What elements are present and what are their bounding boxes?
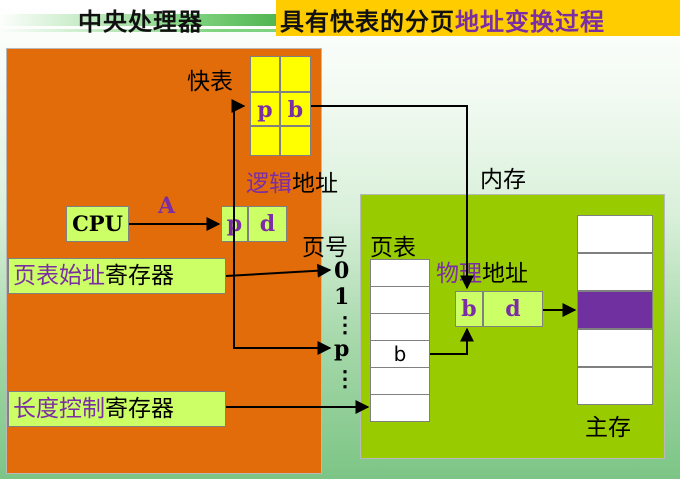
tlb-cell-bottom-right [280, 126, 311, 156]
physical-address-label-part1: 物理 [436, 261, 482, 287]
page-number-label: 页号 [302, 235, 348, 261]
logical-address-label-part2: 地址 [292, 171, 338, 197]
page-table-start-register: 页表始址寄存器 [8, 258, 226, 294]
length-control-register-part2: 寄存器 [105, 396, 174, 422]
length-control-register-part1: 长度控制 [13, 396, 105, 422]
arrow-page-table-to-physical [430, 327, 474, 355]
page-index-p: p [334, 336, 350, 362]
page-index-dots-1: ⋮ [334, 312, 356, 338]
page-index-0: 0 [334, 258, 350, 284]
main-memory-frame [577, 215, 653, 253]
arrow-logical-to-tlb [231, 99, 246, 242]
arrow-logical-to-page-index [233, 242, 332, 355]
title-banner [276, 0, 680, 36]
main-memory-frame-target [577, 291, 653, 329]
cpu-box: CPU [66, 206, 129, 242]
page-table-entry [370, 259, 430, 287]
main-memory-frame [577, 329, 653, 367]
main-memory-frame [577, 253, 653, 291]
tlb-cell-bottom-left [250, 126, 280, 156]
tlb-cell-top-right [280, 56, 311, 92]
length-control-register: 长度控制寄存器 [8, 391, 226, 427]
page-table-start-register-part2: 寄存器 [105, 263, 174, 289]
main-memory-label: 主存 [585, 415, 631, 441]
cpu-arrow-label: A [158, 193, 176, 219]
page-index-1: 1 [334, 284, 350, 310]
physical-address-label-part2: 地址 [482, 261, 528, 287]
page-table-start-register-part1: 页表始址 [13, 263, 105, 289]
logical-address-d: d [248, 206, 287, 242]
page-index-dots-2: ⋮ [334, 366, 356, 392]
title-cpu: 中央处理器 [78, 8, 203, 36]
logical-address-label: 逻辑地址 [246, 164, 338, 198]
tlb-label: 快表 [187, 69, 233, 95]
memory-label: 内存 [480, 167, 526, 193]
title-main-part2: 地址变换过程 [455, 8, 605, 36]
arrow-tlb-to-physical [311, 105, 474, 290]
page-table-entry [370, 367, 430, 395]
tlb-cell-b: b [280, 92, 311, 126]
tlb-cell-p: p [250, 92, 280, 126]
title-main: 具有快表的分页地址变换过程 [280, 2, 605, 37]
logical-address-label-part1: 逻辑 [246, 171, 292, 197]
page-table-entry [370, 394, 430, 422]
arrow-start-register-to-index [225, 263, 332, 278]
title-main-part1: 具有快表的分页 [280, 8, 455, 36]
physical-address-b: b [455, 291, 483, 327]
tlb-cell-top-left [250, 56, 280, 92]
main-memory-frame [577, 367, 653, 405]
page-table-entry-b: b [370, 340, 430, 368]
physical-address-label: 物理地址 [436, 254, 528, 288]
title-decoration-thin [0, 29, 276, 32]
page-table-label: 页表 [370, 235, 416, 261]
physical-address-d: d [483, 291, 543, 327]
title-decoration [0, 14, 276, 26]
